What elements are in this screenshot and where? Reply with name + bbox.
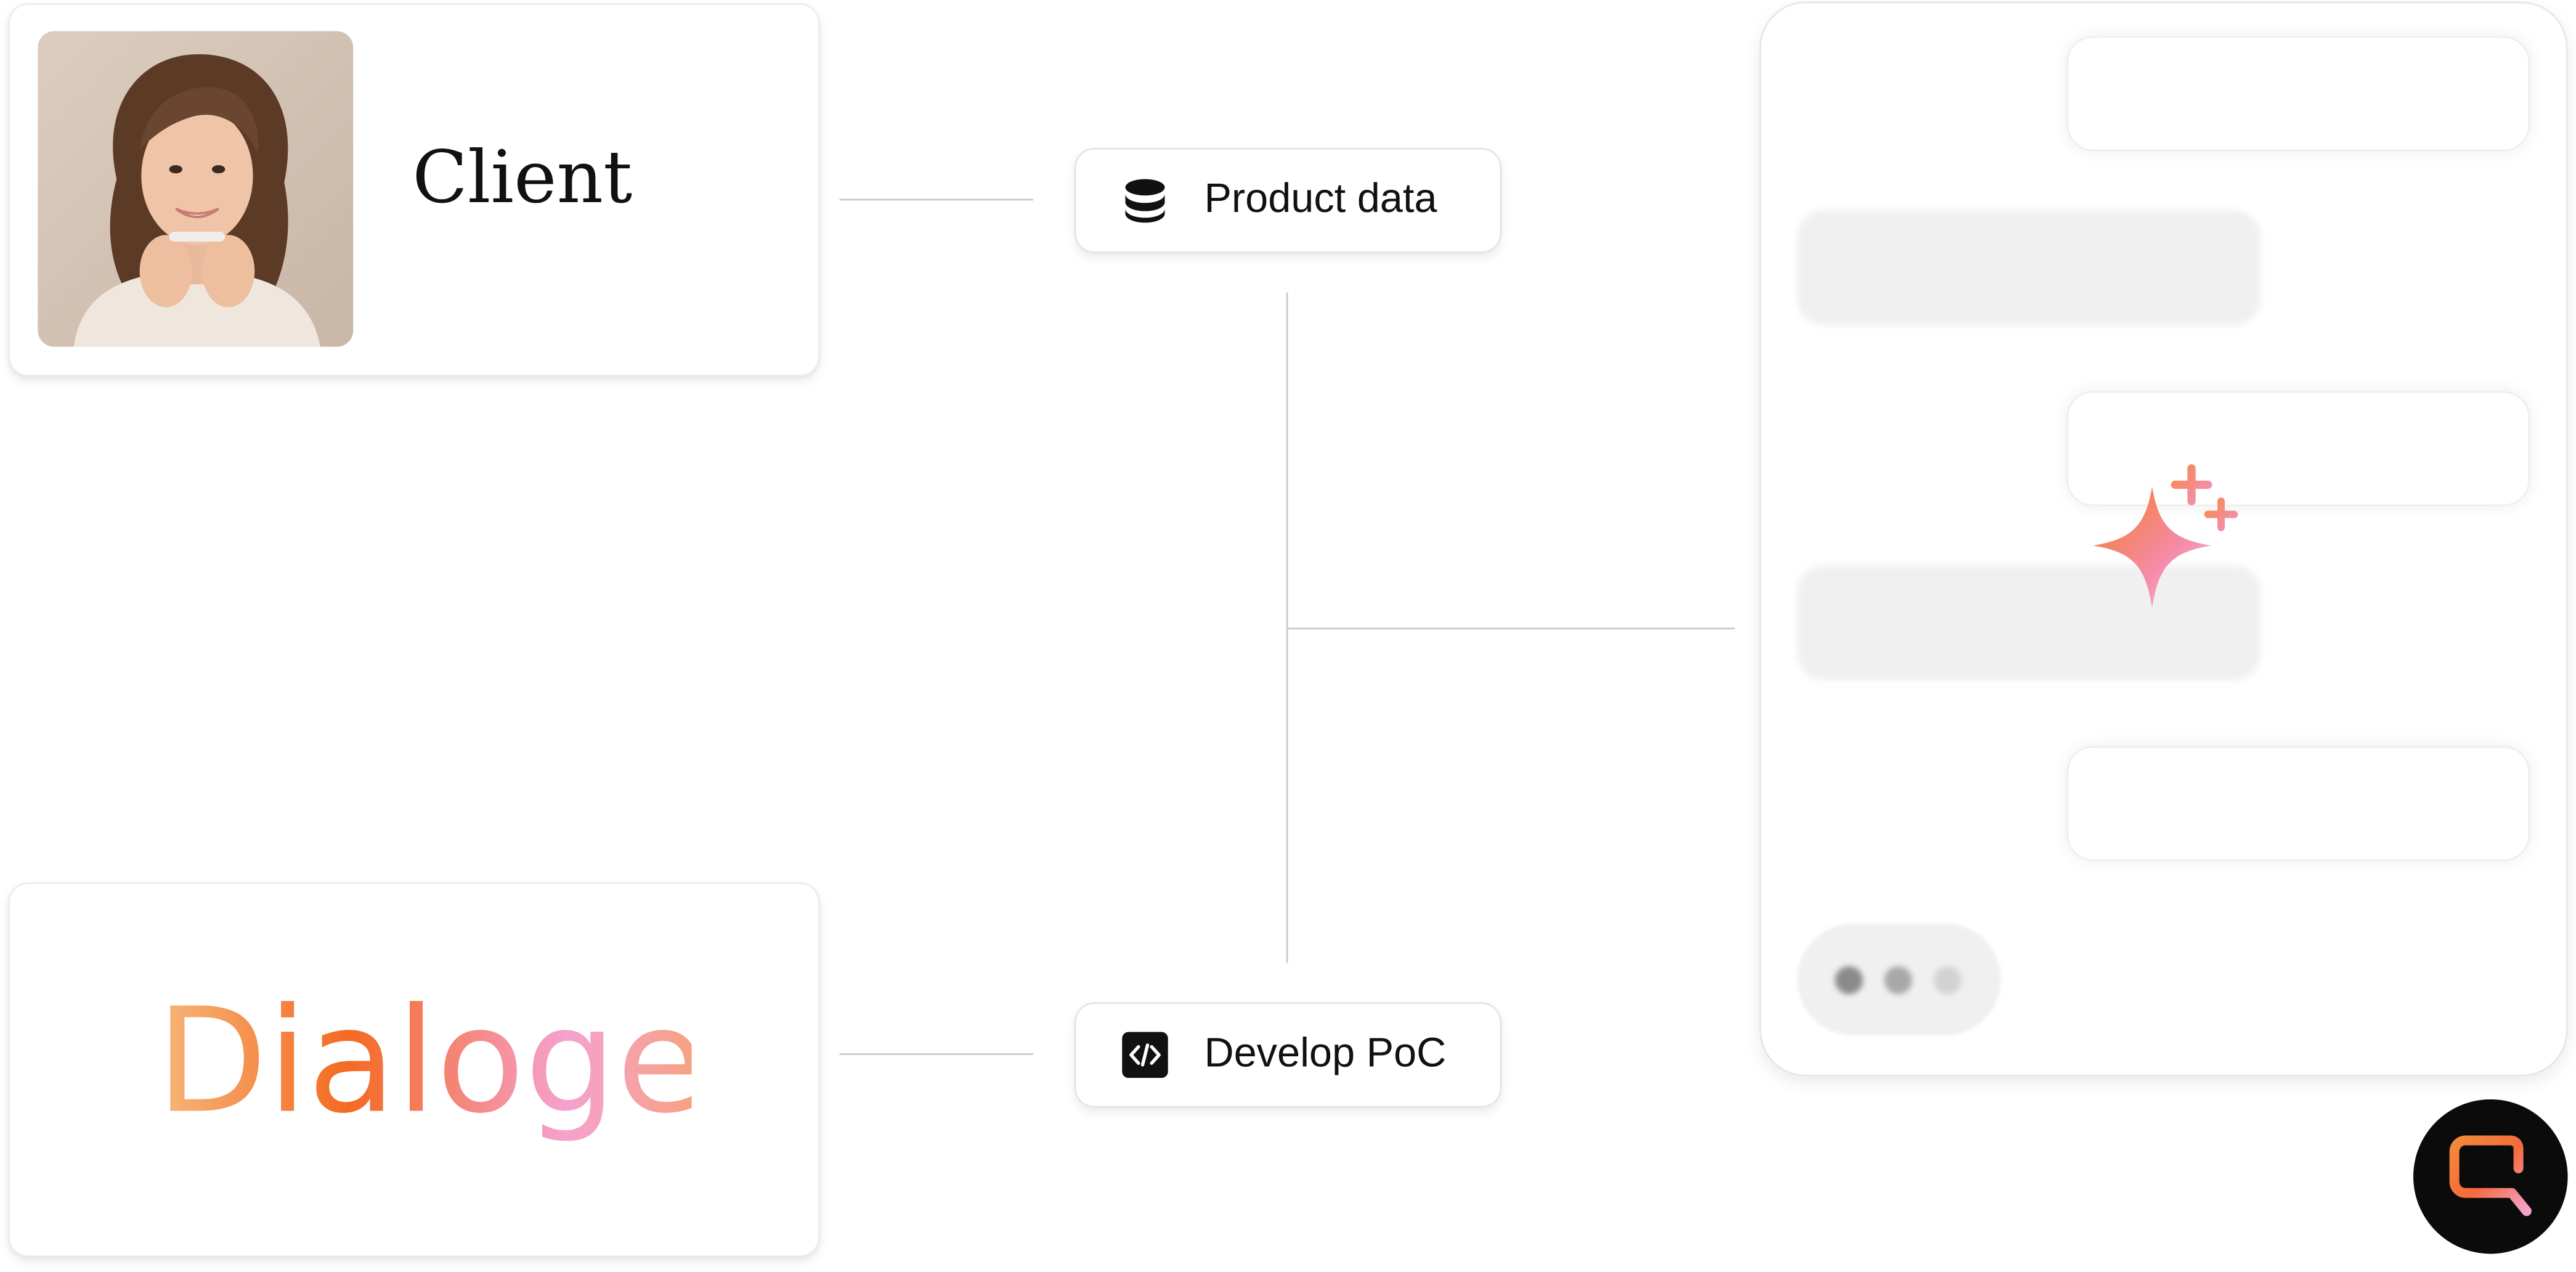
product-data-node: Product data [1074,147,1502,253]
connector-dialoge [839,1053,1034,1055]
brand-badge [2413,1099,2568,1254]
develop-poc-label: Develop PoC [1204,1030,1447,1077]
client-portrait-image [38,31,354,347]
chat-bubble-incoming [1797,210,2261,325]
sparkle-icon [2092,464,2238,608]
dialoge-logo: Dialoge [156,983,691,1146]
dialoge-card: Dialoge [8,882,820,1257]
chat-bubble-incoming [1797,565,2261,680]
develop-poc-node: Develop PoC [1074,1002,1502,1108]
connector-client [839,198,1034,201]
database-icon [1125,179,1165,223]
chat-bubble-outgoing [2066,391,2530,507]
typing-indicator [1797,923,2001,1035]
code-icon [1122,1032,1168,1078]
chat-bubble-outgoing [2066,746,2530,862]
dialoge-logo-text: Dialoge [156,983,691,1146]
connector-to-chat [1286,627,1735,630]
typing-dot [1933,966,1962,995]
client-photo [38,31,354,347]
typing-dot [1835,966,1863,995]
client-card: Client [8,3,820,377]
typing-dot [1884,966,1912,995]
client-title: Client [412,136,633,221]
dialoge-e-logo-icon [2449,1135,2532,1217]
chat-bubble-outgoing [2066,36,2530,152]
product-data-label: Product data [1204,176,1437,222]
